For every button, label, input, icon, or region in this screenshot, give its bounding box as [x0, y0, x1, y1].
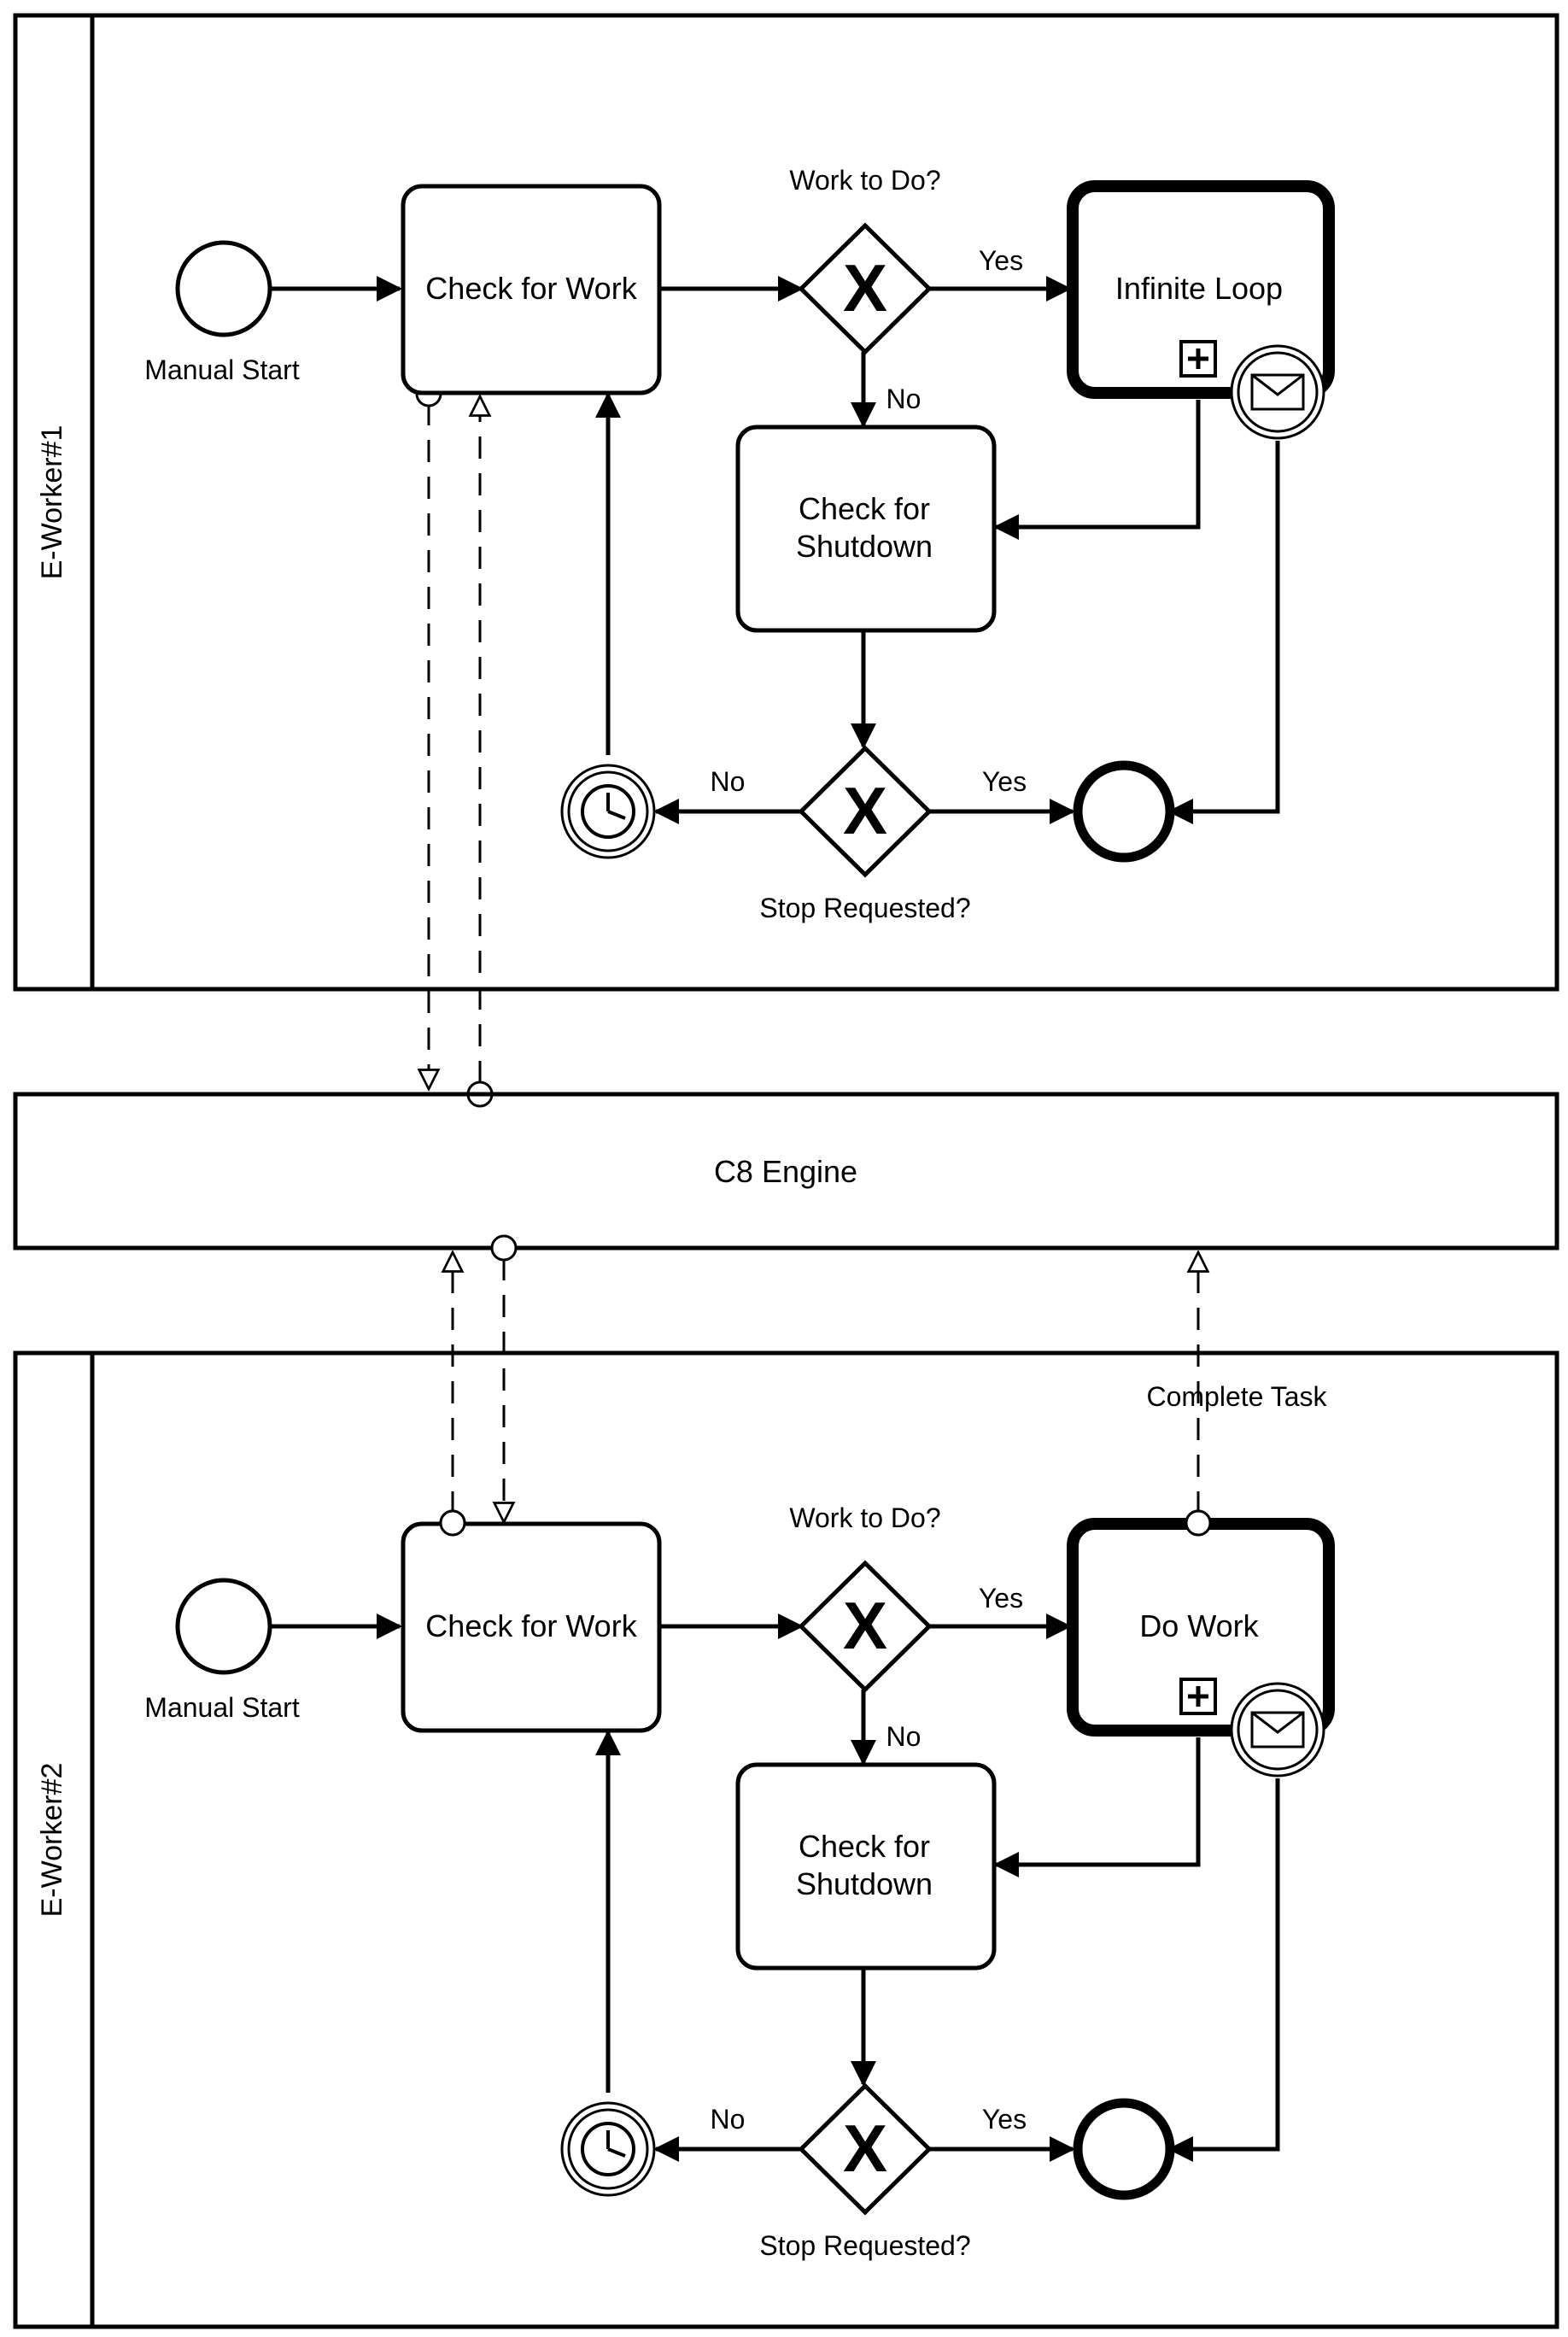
message-boundary-event-1[interactable]	[1230, 344, 1325, 440]
start-event-1[interactable]	[175, 240, 272, 337]
task-check-for-work-2-label: Check for Work	[425, 1608, 637, 1643]
gateway-work-to-do-2[interactable]: X	[798, 1560, 933, 1693]
start-event-1-label: Manual Start	[144, 354, 300, 385]
message-flows-1	[415, 380, 494, 1108]
pool-engine-label: C8 Engine	[714, 1154, 857, 1189]
task-check-for-shutdown-1-line1: Check for	[799, 491, 930, 526]
flow-no2-label-2: No	[711, 2104, 746, 2135]
task-check-for-shutdown-1[interactable]: Check for Shutdown	[735, 425, 997, 633]
gateway-work-to-do-2-label: Work to Do?	[789, 1502, 940, 1533]
task-check-for-shutdown-2-line2: Shutdown	[796, 1866, 933, 1901]
pool-worker1: E-Worker#1	[13, 13, 1559, 992]
end-event-2[interactable]	[1073, 2098, 1175, 2200]
gateway-x-icon: X	[843, 250, 887, 325]
flow-no-label-2: No	[886, 1721, 921, 1752]
task-check-for-work-2[interactable]: Check for Work	[401, 1521, 662, 1733]
gateway-x-icon: X	[843, 1588, 887, 1663]
message-flows-2	[439, 1234, 1212, 1537]
task-check-for-shutdown-1-line2: Shutdown	[796, 529, 933, 564]
flow-yes-label-1: Yes	[979, 245, 1023, 276]
start-event-2[interactable]	[175, 1578, 272, 1675]
task-check-for-work-1-label: Check for Work	[425, 271, 637, 306]
envelope-icon	[1250, 373, 1305, 411]
sequence-flows-2	[270, 1614, 1280, 2162]
message-flow-source-marker	[1185, 1509, 1212, 1537]
sequence-flows-1	[270, 276, 1280, 824]
flow-yes-label-2: Yes	[979, 1583, 1023, 1614]
flow-no2-label-1: No	[711, 766, 746, 797]
pool-worker2-label: E-Worker#2	[36, 1763, 68, 1918]
subprocess-do-work[interactable]: Do Work	[1067, 1518, 1335, 1737]
task-check-for-shutdown-2[interactable]: Check for Shutdown	[735, 1762, 997, 1971]
pool-worker1-label: E-Worker#1	[36, 425, 68, 580]
gateway-stop-requested-2[interactable]: X	[798, 2082, 933, 2216]
envelope-icon	[1250, 1711, 1305, 1748]
gateway-stop-requested-1[interactable]: X	[798, 745, 933, 878]
flow-yes2-label-1: Yes	[982, 766, 1027, 797]
gateway-work-to-do-1-label: Work to Do?	[789, 165, 940, 196]
end-event-1[interactable]	[1073, 760, 1175, 863]
timer-event-2[interactable]	[560, 2101, 656, 2197]
pool-worker2: E-Worker#2	[13, 1350, 1559, 2329]
gateway-x-icon: X	[843, 773, 887, 848]
message-flow-source-marker	[439, 1509, 466, 1537]
subprocess-infinite-loop[interactable]: Infinite Loop	[1067, 180, 1335, 399]
expand-plus-icon[interactable]	[1179, 340, 1217, 378]
pool-engine: C8 Engine	[13, 1092, 1559, 1250]
flow-yes2-label-2: Yes	[982, 2104, 1027, 2135]
message-boundary-event-2[interactable]	[1230, 1682, 1325, 1778]
task-check-for-work-1[interactable]: Check for Work	[401, 184, 662, 395]
task-check-for-shutdown-2-line1: Check for	[799, 1829, 930, 1864]
gateway-work-to-do-1[interactable]: X	[798, 222, 933, 355]
clock-icon	[581, 784, 635, 839]
expand-plus-icon[interactable]	[1179, 1678, 1217, 1715]
message-flow-complete-task-label: Complete Task	[1146, 1381, 1327, 1412]
subprocess-infinite-loop-label: Infinite Loop	[1115, 271, 1283, 306]
timer-event-1[interactable]	[560, 764, 656, 859]
gateway-stop-requested-2-label: Stop Requested?	[759, 2230, 970, 2261]
gateway-x-icon: X	[843, 2111, 887, 2186]
flow-no-label-1: No	[886, 384, 921, 414]
clock-icon	[581, 2122, 635, 2176]
gateway-stop-requested-1-label: Stop Requested?	[759, 893, 970, 923]
start-event-2-label: Manual Start	[144, 1692, 300, 1723]
subprocess-do-work-label: Do Work	[1139, 1608, 1259, 1643]
